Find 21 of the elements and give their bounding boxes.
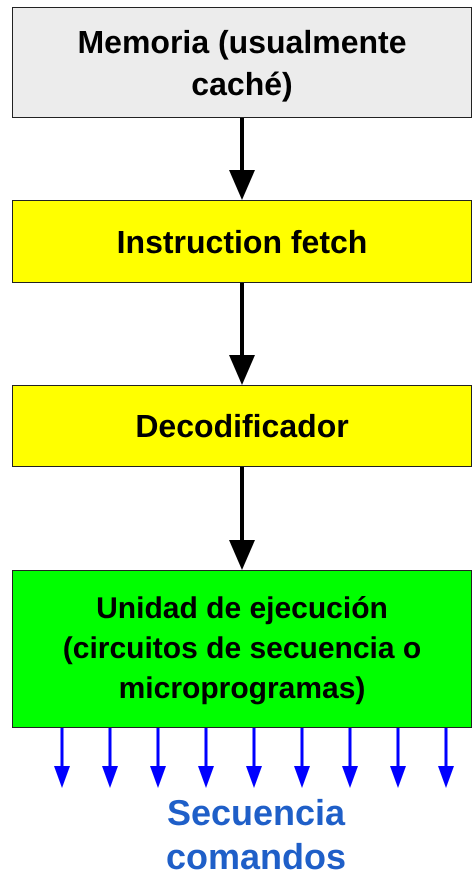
arrow (342, 728, 358, 788)
arrow (102, 728, 118, 788)
process-box (12, 7, 472, 118)
arrow (229, 118, 255, 200)
arrow (150, 728, 166, 788)
arrow (229, 467, 255, 570)
arrow (246, 728, 262, 788)
arrow (198, 728, 214, 788)
box-label: Unidad de ejecución (circuitos de secuencia o microprogramas) (62, 591, 422, 707)
box-label: Instruction fetch (116, 222, 368, 262)
process-box (12, 200, 472, 283)
arrow (390, 728, 406, 788)
box-label: Memoria (usualmente caché) (76, 22, 408, 104)
output-label: Secuencia comandos (164, 791, 348, 879)
arrow (229, 283, 255, 385)
process-box (12, 570, 472, 728)
box-label: Decodificador (135, 407, 349, 446)
arrow (294, 728, 310, 788)
process-box (12, 385, 472, 467)
arrow (54, 728, 70, 788)
arrow (438, 728, 454, 788)
